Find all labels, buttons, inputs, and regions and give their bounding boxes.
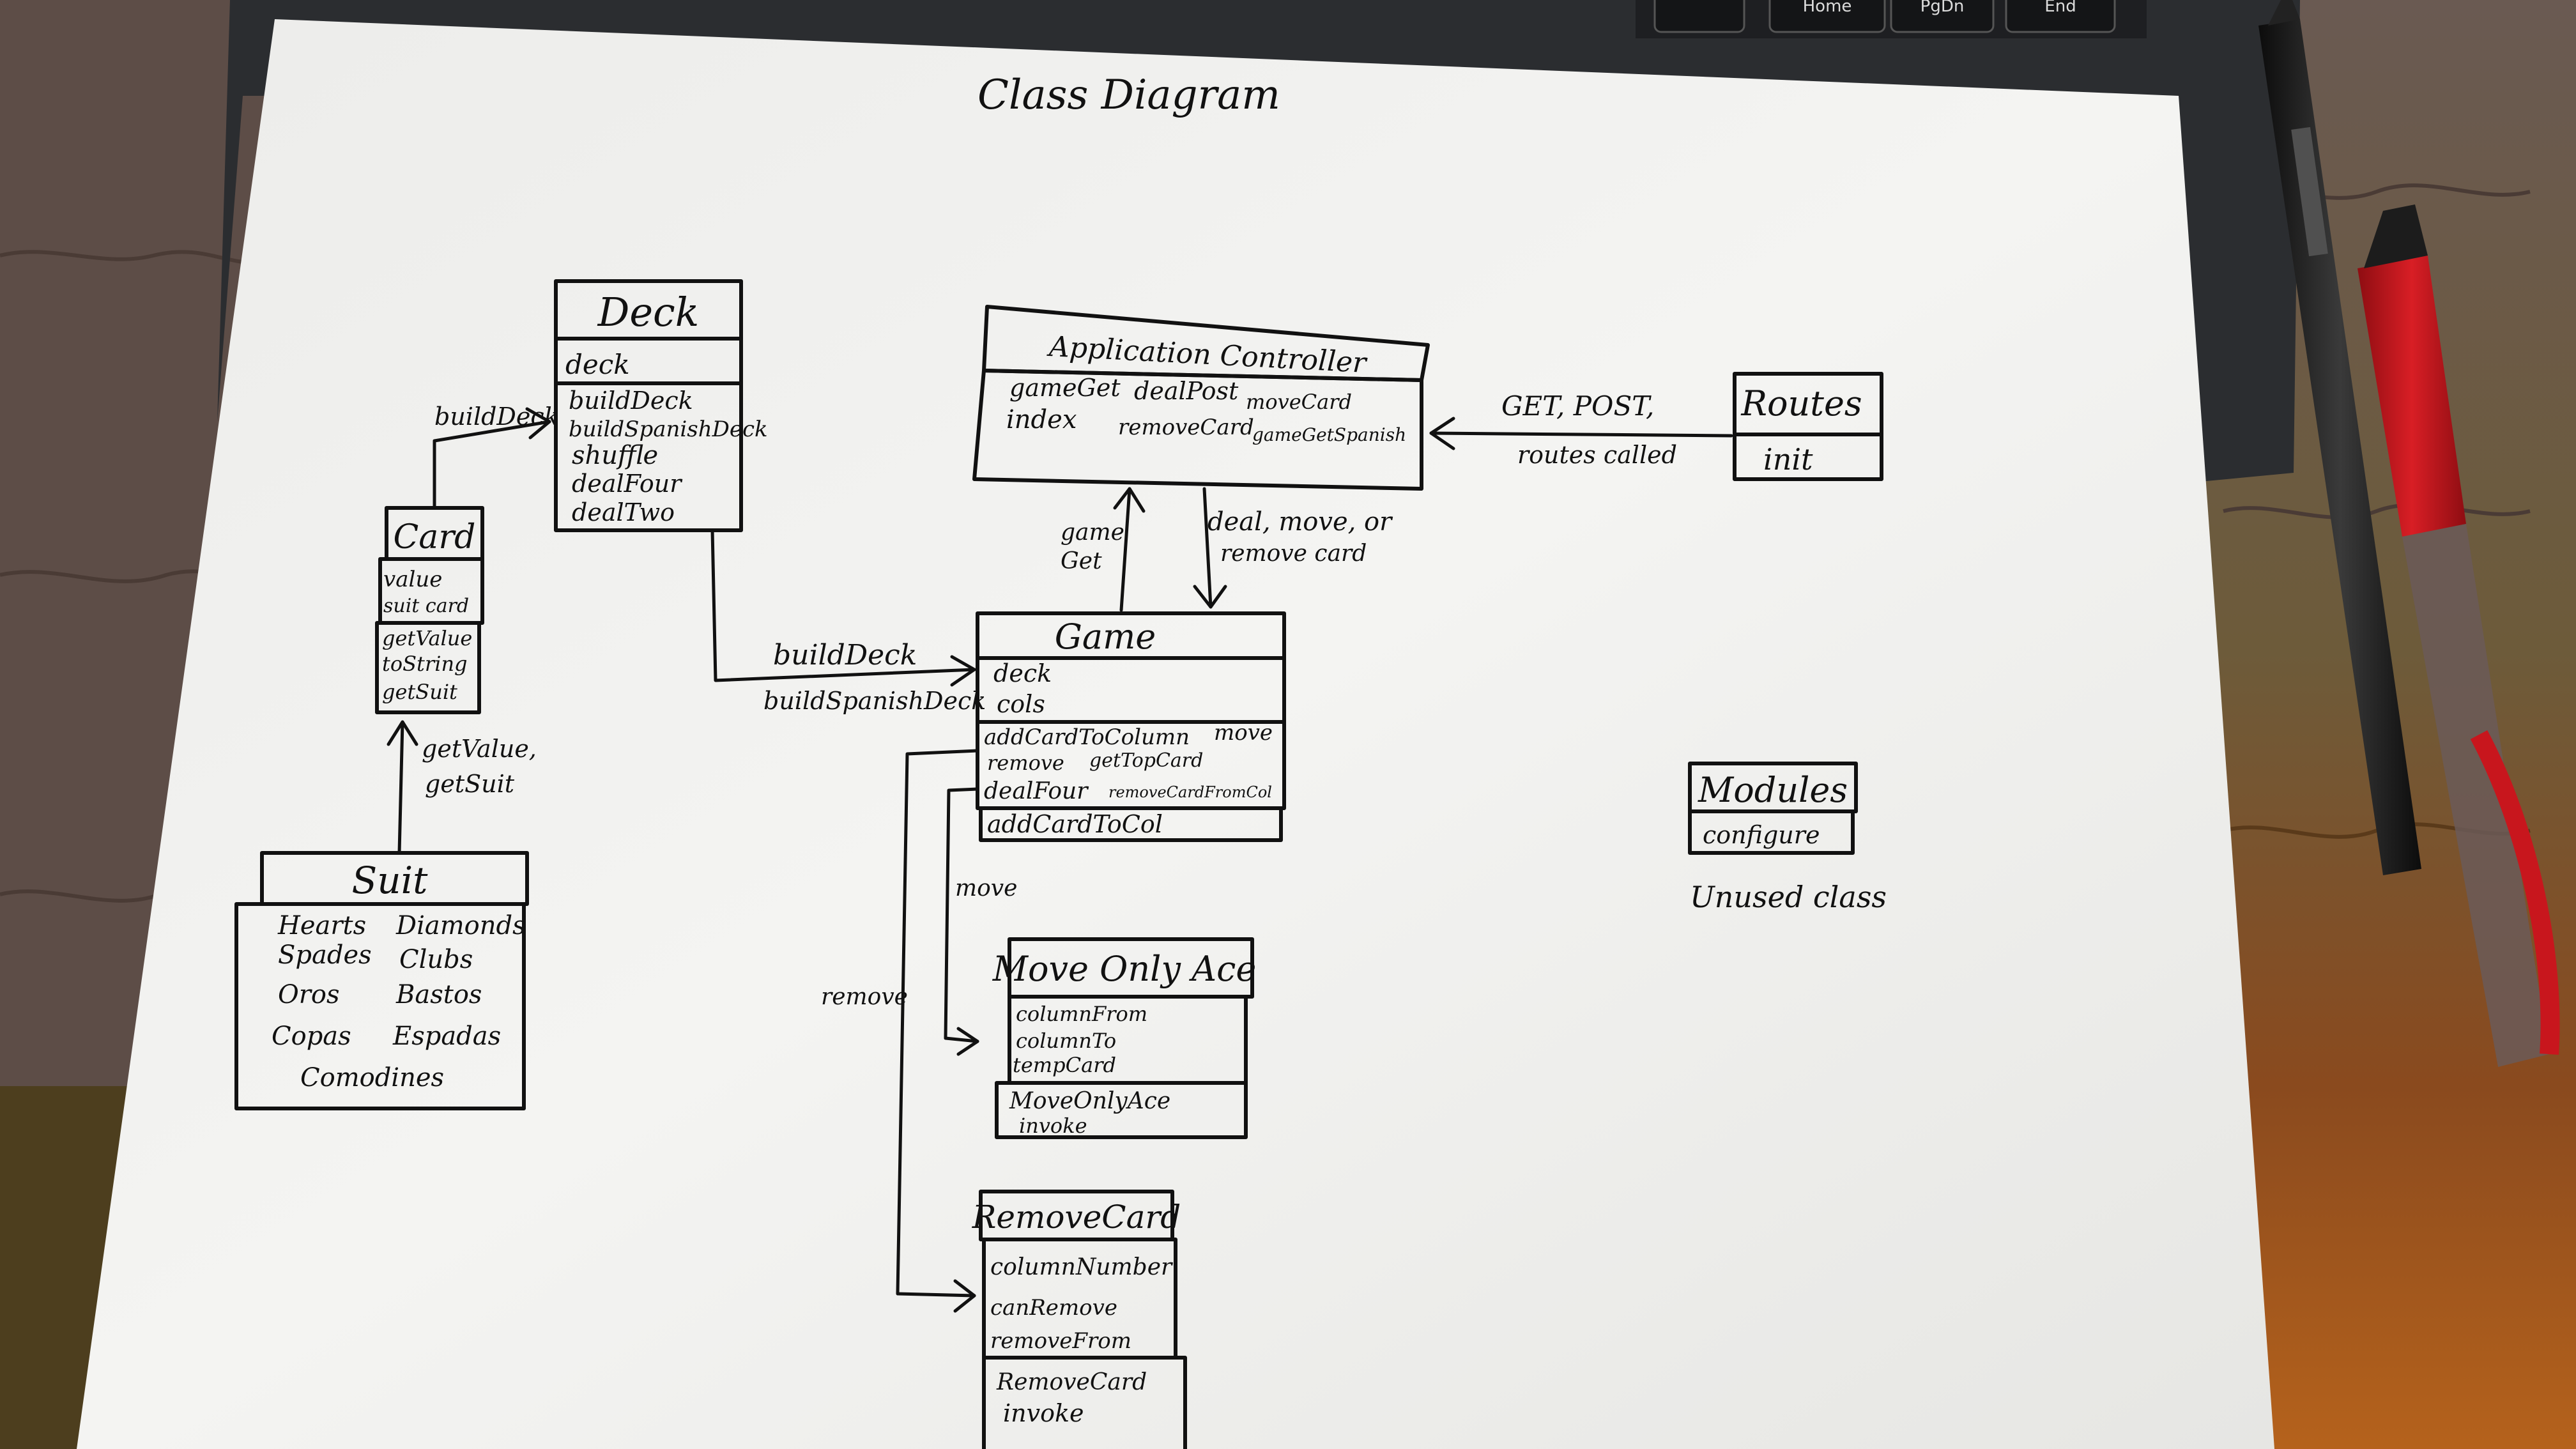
game-method: addCardToColumn — [984, 724, 1190, 750]
class-card: Card value suit card getValue toString g… — [375, 506, 484, 714]
diagram-title: Class Diagram — [977, 72, 1280, 119]
class-routes-name: Routes — [1740, 383, 1862, 424]
arrow-label-controller-game: remove card — [1220, 540, 1367, 567]
removecard-attr: removeFrom — [990, 1328, 1131, 1354]
class-suit-name: Suit — [352, 859, 429, 902]
routes-method: init — [1763, 442, 1813, 477]
paper-sheet — [77, 19, 2274, 1449]
class-game: Game deck cols addCardToColumn move remo… — [976, 611, 1286, 842]
appcontroller-method: dealPost — [1134, 377, 1239, 405]
arrow-label-game-moveonlyace: move — [955, 875, 1017, 901]
arrow-label-card-deck: buildDeck — [434, 402, 559, 431]
moveonlyace-attr: columnTo — [1016, 1029, 1116, 1053]
suit-value: Hearts — [277, 911, 366, 940]
red-pen — [2358, 204, 2560, 1067]
arrow-label-game-controller: game — [1061, 519, 1124, 546]
class-modules: Modules configure Unused class — [1688, 762, 1887, 914]
keyboard-keys: Home PgDn End — [1653, 0, 2116, 33]
class-removecard-name: RemoveCard — [972, 1199, 1181, 1236]
class-deck-method: dealTwo — [572, 498, 675, 526]
removecard-method: invoke — [1003, 1399, 1084, 1427]
suit-value: Oros — [278, 980, 340, 1009]
suit-value: Spades — [278, 940, 372, 970]
class-card-attr: value — [383, 567, 442, 592]
class-remove-card: RemoveCard columnNumber canRemove remove… — [972, 1190, 1187, 1449]
suit-value: Bastos — [395, 980, 482, 1009]
suit-value: Comodines — [300, 1063, 444, 1092]
class-routes: Routes init — [1733, 372, 1883, 481]
modules-note: Unused class — [1690, 880, 1887, 914]
appcontroller-method: removeCard — [1118, 415, 1254, 440]
key-end: End — [2044, 0, 2076, 16]
key-home: Home — [1803, 0, 1852, 16]
moveonlyace-method: MoveOnlyAce — [1009, 1088, 1170, 1114]
class-card-name: Card — [394, 518, 476, 556]
moveonlyace-attr: tempCard — [1013, 1053, 1116, 1077]
key-pgdn: PgDn — [1920, 0, 1965, 16]
removecard-attr: canRemove — [990, 1295, 1117, 1321]
arrow-label-suit-card: getSuit — [425, 770, 515, 798]
class-card-method: getSuit — [382, 680, 457, 704]
game-method: remove — [987, 751, 1064, 775]
class-deck-method: dealFour — [572, 470, 683, 498]
arrow-label-game-removecard: remove — [821, 984, 908, 1010]
game-attr: deck — [993, 659, 1052, 687]
suit-value: Clubs — [399, 945, 473, 974]
arrow-label-deck-game: buildSpanishDeck — [763, 687, 986, 715]
moveonlyace-attr: columnFrom — [1016, 1002, 1147, 1026]
suit-value: Diamonds — [395, 911, 526, 940]
class-modules-name: Modules — [1698, 770, 1848, 810]
arrows: buildDeck getValue, getSuit buildDeck bu… — [387, 390, 1733, 1313]
appcontroller-method: gameGetSpanish — [1252, 424, 1406, 445]
class-deck-method: shuffle — [572, 441, 658, 470]
class-deck-name: Deck — [597, 289, 700, 335]
game-attr: cols — [997, 690, 1045, 718]
game-method: removeCardFromCol — [1108, 783, 1272, 801]
suit-value: Copas — [272, 1022, 351, 1051]
class-suit: Suit Hearts Diamonds Spades Clubs Oros B… — [234, 851, 529, 1110]
appcontroller-method: index — [1006, 405, 1077, 434]
class-game-name: Game — [1055, 617, 1156, 657]
game-method: move — [1214, 720, 1273, 746]
removecard-method: RemoveCard — [996, 1369, 1147, 1395]
arrow-label-deck-game: buildDeck — [773, 639, 917, 671]
class-moveonlyace-name: Move Only Ace — [992, 949, 1257, 989]
class-card-method: getValue — [382, 626, 472, 650]
class-card-attr: suit card — [383, 595, 469, 617]
game-method: getTopCard — [1089, 749, 1203, 772]
appcontroller-method: gameGet — [1009, 374, 1121, 402]
arrow-label-suit-card: getValue, — [422, 735, 537, 763]
appcontroller-method: moveCard — [1246, 390, 1352, 414]
arrow-label-routes-controller: routes called — [1517, 441, 1677, 469]
modules-method: configure — [1703, 821, 1820, 849]
class-card-method: toString — [382, 652, 468, 676]
class-deck-method: buildSpanishDeck — [569, 417, 768, 442]
suit-value: Espadas — [392, 1022, 501, 1051]
class-deck: Deck deck buildDeck buildSpanishDeck shu… — [554, 279, 768, 532]
class-deck-method: buildDeck — [569, 387, 693, 415]
arrow-label-controller-game: deal, move, or — [1208, 507, 1393, 537]
game-method: dealFour — [984, 778, 1089, 804]
black-pen — [2258, 0, 2421, 875]
removecard-attr: columnNumber — [990, 1254, 1173, 1280]
class-move-only-ace: Move Only Ace columnFrom columnTo tempCa… — [992, 937, 1257, 1139]
arrow-label-routes-controller: GET, POST, — [1501, 390, 1654, 422]
arrow-label-game-controller: Get — [1061, 548, 1102, 574]
game-method: addCardToCol — [987, 810, 1163, 838]
moveonlyace-method: invoke — [1019, 1114, 1087, 1138]
class-deck-attr: deck — [565, 349, 630, 380]
